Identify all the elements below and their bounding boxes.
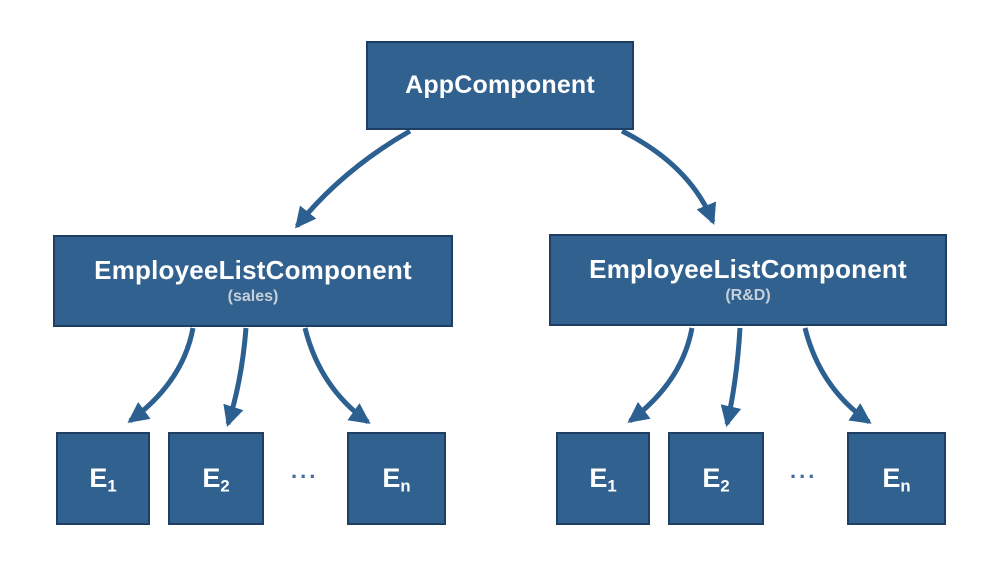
node-rnd-en: En: [847, 432, 946, 525]
node-app-component: AppComponent: [366, 41, 634, 130]
arrow-app-to-rnd: [620, 128, 717, 225]
arrow-sales-to-e2: [223, 327, 249, 428]
arrow-rnd-to-e1: [627, 327, 695, 423]
arrow-app-to-sales: [295, 128, 412, 229]
arrow-rnd-to-e2: [720, 327, 743, 428]
node-rnd-e2: E2: [668, 432, 764, 525]
arrow-sales-to-e1: [127, 327, 196, 424]
node-sales-e1: E1: [56, 432, 150, 525]
node-sales-e2: E2: [168, 432, 264, 525]
node-label: E1: [89, 463, 117, 496]
node-sales-en: En: [347, 432, 446, 525]
ellipsis-icon: ...: [790, 458, 818, 483]
node-label: AppComponent: [405, 70, 595, 99]
ellipsis-icon: ...: [291, 458, 319, 483]
node-label: En: [882, 463, 911, 496]
node-label: EmployeeListComponent: [589, 254, 907, 285]
node-label: EmployeeListComponent: [94, 255, 412, 286]
node-label: En: [382, 463, 411, 496]
node-sublabel: (R&D): [725, 286, 771, 304]
node-label: E2: [202, 463, 230, 496]
node-employee-list-sales: EmployeeListComponent (sales): [53, 235, 453, 327]
node-sublabel: (sales): [227, 287, 279, 305]
node-employee-list-rnd: EmployeeListComponent (R&D): [549, 234, 947, 326]
arrow-rnd-to-en: [802, 327, 872, 425]
node-label: E1: [589, 463, 617, 496]
node-rnd-e1: E1: [556, 432, 650, 525]
arrow-sales-to-en: [302, 327, 371, 425]
node-label: E2: [702, 463, 730, 496]
